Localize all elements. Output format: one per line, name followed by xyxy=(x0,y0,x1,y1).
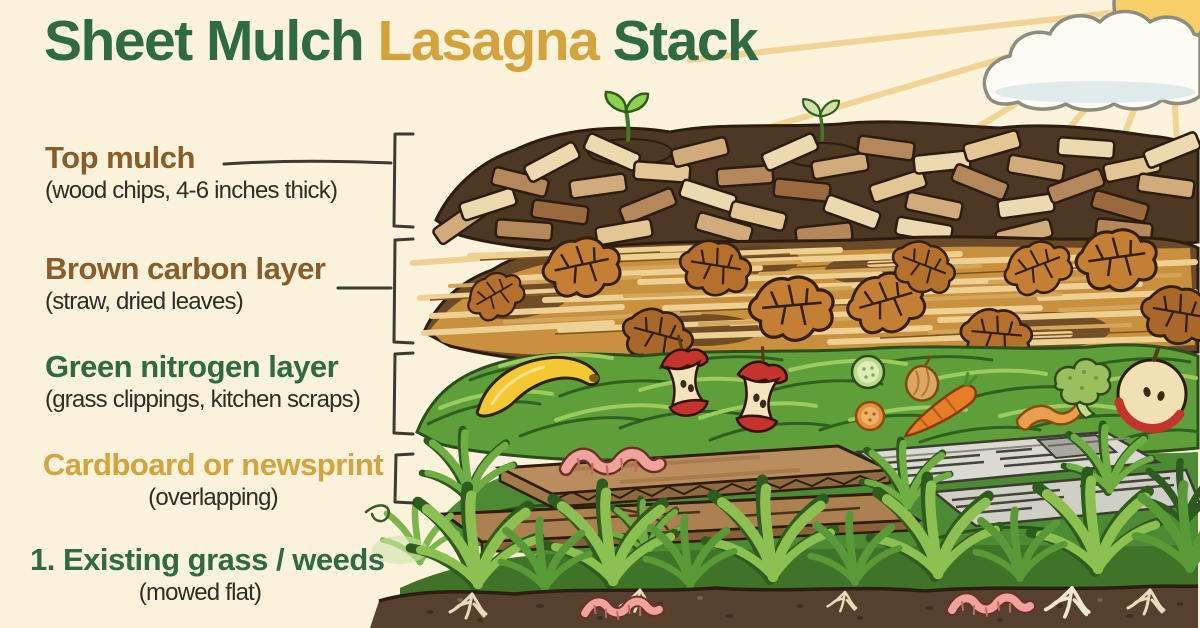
soil-icon xyxy=(370,584,1199,628)
cloud-icon xyxy=(982,9,1200,112)
label-cardboard: Cardboard or newsprint (overlapping) xyxy=(42,447,384,513)
bracket-brown-carbon xyxy=(392,237,415,345)
label-existing-grass-sub: (mowed flat) xyxy=(138,579,262,606)
label-green-nitrogen: Green nitrogen layer (grass clippings, k… xyxy=(45,349,361,415)
label-top-mulch-title: Top mulch xyxy=(45,140,195,175)
cucumber-slice-icon xyxy=(850,354,886,390)
onion-icon xyxy=(904,355,940,402)
label-top-mulch: Top mulch (wood chips, 4-6 inches thick) xyxy=(45,140,338,206)
layer-brown-carbon-art xyxy=(410,223,1200,374)
layer-green-nitrogen-art xyxy=(415,331,1200,462)
label-green-nitrogen-title: Green nitrogen layer xyxy=(45,349,339,384)
label-brown-carbon-sub: (straw, dried leaves) xyxy=(45,288,244,315)
title-part-3: Stack xyxy=(598,9,759,73)
layer-top-mulch-art xyxy=(430,90,1200,254)
label-top-mulch-sub: (wood chips, 4-6 inches thick) xyxy=(45,177,338,204)
broccoli-icon xyxy=(1053,357,1112,420)
bracket-cardboard xyxy=(393,452,415,505)
title-part-2: Lasagna xyxy=(377,9,600,73)
apple-half-icon xyxy=(1114,347,1188,433)
label-existing-grass: 1. Existing grass / weeds (mowed flat) xyxy=(30,542,385,608)
bracket-top-mulch xyxy=(392,132,415,229)
label-brown-carbon: Brown carbon layer (straw, dried leaves) xyxy=(45,251,326,317)
label-green-nitrogen-sub: (grass clippings, kitchen scraps) xyxy=(45,386,361,413)
bracket-green-nitrogen xyxy=(392,351,415,436)
page-title: Sheet Mulch Lasagna Stack xyxy=(44,9,759,73)
connector-top-mulch xyxy=(222,159,393,166)
orange-slice-icon xyxy=(854,400,886,432)
layer-existing-grass-art xyxy=(370,472,1200,628)
label-existing-grass-title: 1. Existing grass / weeds xyxy=(30,542,385,577)
layer-brackets xyxy=(222,132,415,505)
banana-peel-icon xyxy=(475,355,600,418)
title-part-1: Sheet Mulch xyxy=(44,9,378,73)
carrot-icon xyxy=(903,371,978,438)
label-cardboard-sub: (overlapping) xyxy=(148,484,278,511)
label-cardboard-title: Cardboard or newsprint xyxy=(42,447,384,482)
label-brown-carbon-title: Brown carbon layer xyxy=(45,251,326,286)
